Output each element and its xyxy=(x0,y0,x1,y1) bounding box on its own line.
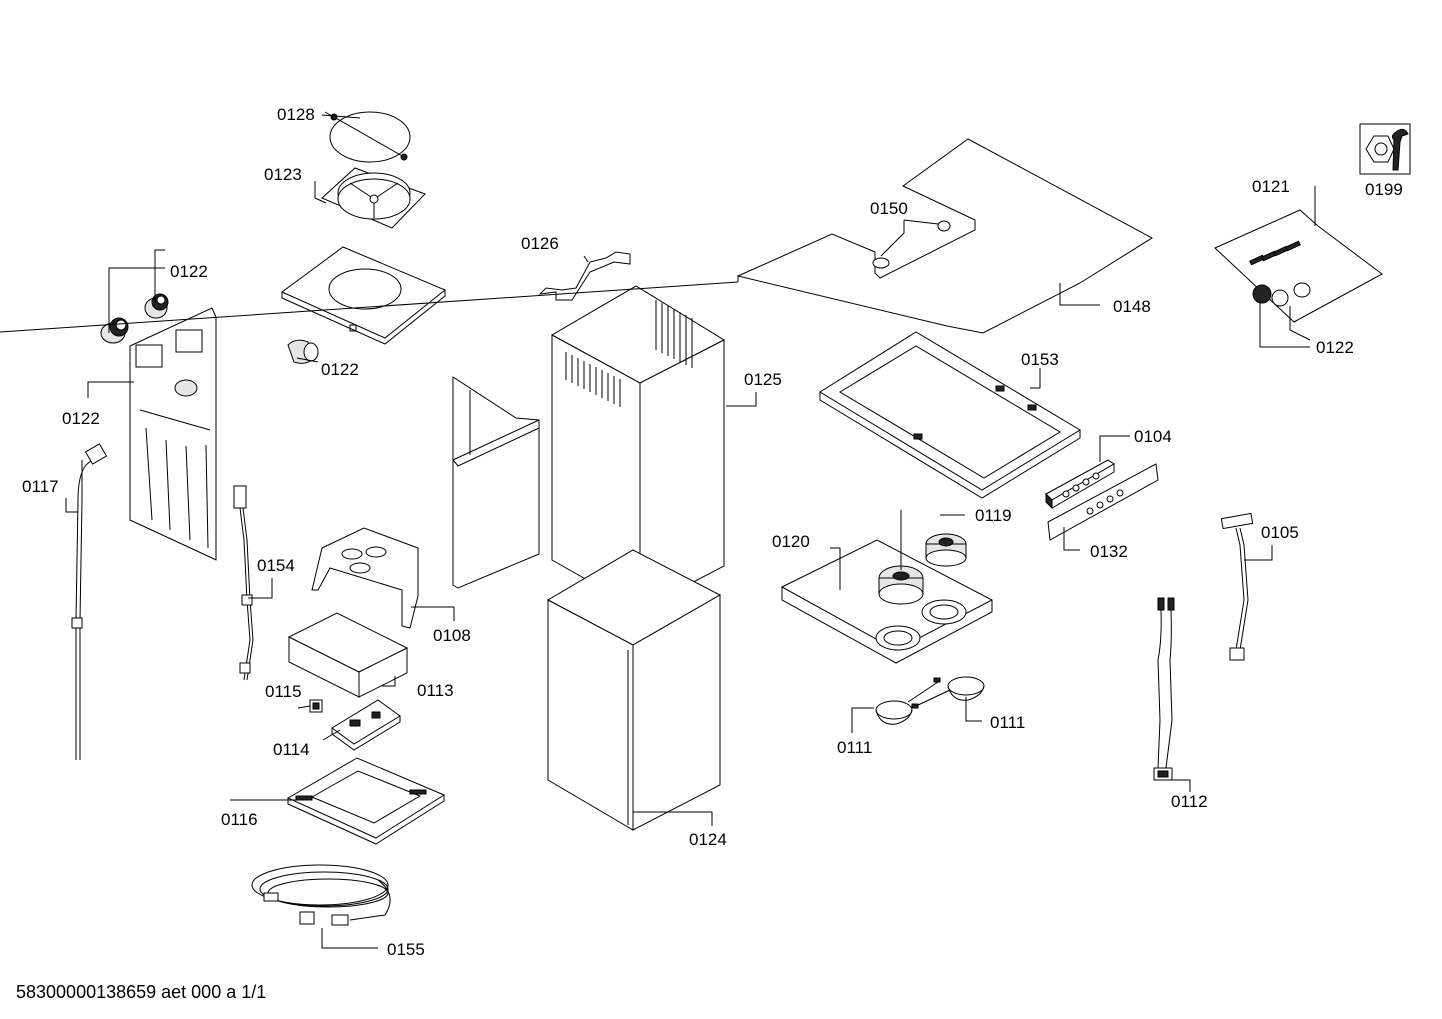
part-0125-upper-chimney xyxy=(550,285,726,611)
label-0126: 0126 xyxy=(521,234,559,253)
label-0128: 0128 xyxy=(277,105,315,124)
part-0119-motor-b xyxy=(925,533,967,567)
part-0112-harness xyxy=(1153,597,1175,781)
label-0125: 0125 xyxy=(744,370,782,389)
label-0111-a: 0111 xyxy=(837,738,873,757)
label-0116: 0116 xyxy=(221,810,258,829)
label-0108: 0108 xyxy=(433,626,471,645)
part-0111-light-b xyxy=(911,676,985,709)
part-0155-cable-coil xyxy=(251,864,391,926)
label-0122-a: 0122 xyxy=(170,262,208,281)
part-0113-control-box xyxy=(287,612,409,698)
part-0108-bracket xyxy=(311,527,419,629)
label-0123: 0123 xyxy=(264,165,302,184)
part-0121-accessory-bag xyxy=(1214,209,1383,323)
label-0148: 0148 xyxy=(1113,297,1151,316)
label-0124: 0124 xyxy=(689,830,727,849)
part-0154-cable xyxy=(233,485,254,681)
part-0117-power-cable xyxy=(71,443,108,760)
label-0105: 0105 xyxy=(1261,523,1299,542)
label-0150: 0150 xyxy=(870,199,908,218)
label-0122-c: 0122 xyxy=(62,409,100,428)
label-0199: 0199 xyxy=(1365,180,1403,199)
label-0153: 0153 xyxy=(1021,350,1059,369)
label-0111-b: 0111 xyxy=(990,713,1026,732)
document-footer-id: 58300000138659 aet 000 a 1/1 xyxy=(16,982,267,1002)
part-left-panel xyxy=(129,307,217,561)
part-0111-light-a xyxy=(875,677,941,725)
part-0148-cover-plate xyxy=(0,138,1153,334)
label-0114: 0114 xyxy=(273,740,310,759)
leader-lines xyxy=(65,114,1316,949)
part-0124-lower-chimney xyxy=(546,549,722,831)
label-0122-d: 0122 xyxy=(1316,338,1354,357)
part-0132-front-strip xyxy=(1047,463,1159,541)
label-0121: 0121 xyxy=(1252,177,1290,196)
part-0122-knob-c xyxy=(287,339,319,364)
part-0104-control-strip xyxy=(1045,459,1115,510)
label-0120: 0120 xyxy=(772,532,810,551)
part-0128-disc xyxy=(324,111,411,163)
part-mount-plate xyxy=(281,246,446,345)
part-0153-frame xyxy=(819,331,1081,499)
part-0126-bracket xyxy=(538,251,631,301)
part-0116-frame xyxy=(286,757,446,845)
part-0105-harness xyxy=(1220,512,1254,661)
part-0122-knob-a xyxy=(100,317,129,344)
label-0117: 0117 xyxy=(22,477,59,496)
part-0115-clip xyxy=(309,699,323,713)
label-0122-b: 0122 xyxy=(321,360,359,379)
part-0114-circuit-board xyxy=(331,699,401,751)
wrench-nut-icon xyxy=(1359,123,1411,175)
label-0155: 0155 xyxy=(387,940,425,959)
label-0154: 0154 xyxy=(257,556,295,575)
label-0115: 0115 xyxy=(265,682,302,701)
label-0112: 0112 xyxy=(1171,792,1208,811)
label-0132: 0132 xyxy=(1090,542,1128,561)
label-0113: 0113 xyxy=(417,681,454,700)
label-0119: 0119 xyxy=(975,506,1012,525)
part-left-open-chimney xyxy=(452,376,540,589)
part-0123-fan-ring xyxy=(321,167,426,229)
label-0104: 0104 xyxy=(1134,427,1172,446)
part-0122-knob-b xyxy=(144,293,169,319)
part-0119-motor-a xyxy=(878,565,924,605)
